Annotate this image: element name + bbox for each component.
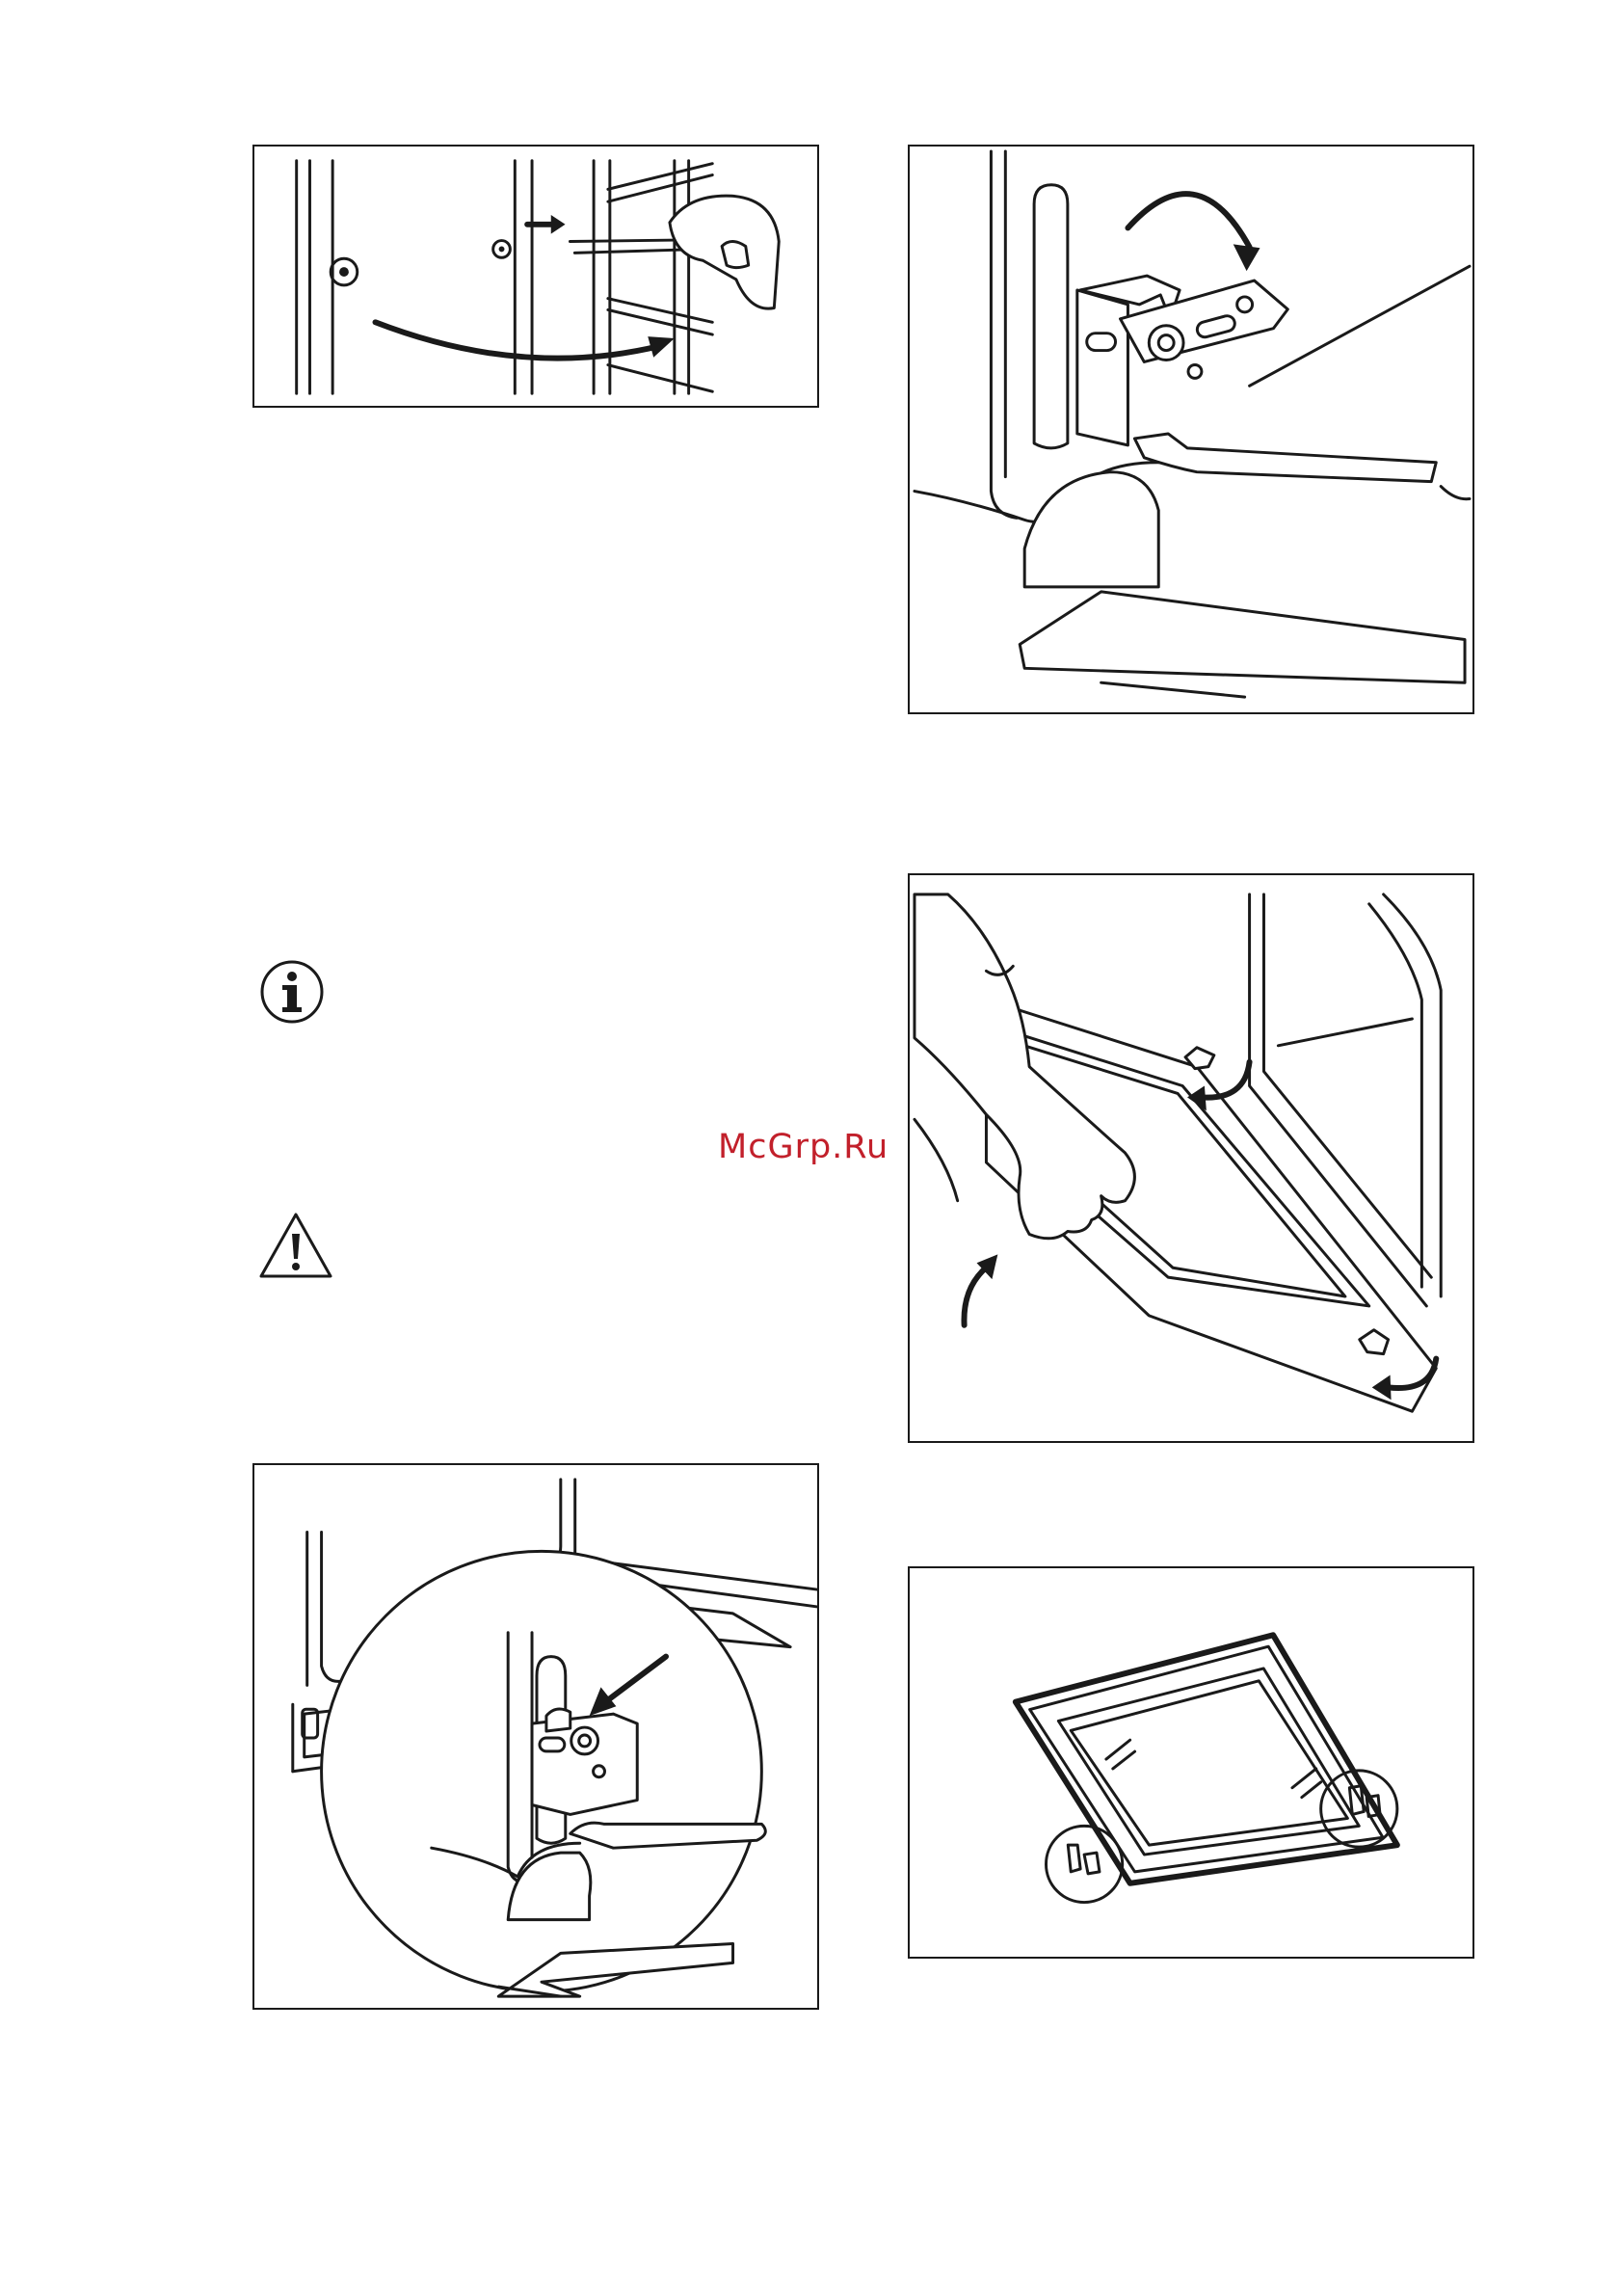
door-illustration bbox=[910, 875, 1472, 1441]
figure-shelf-support-removal bbox=[252, 145, 819, 408]
hinge-lock-illustration bbox=[254, 1465, 817, 2008]
figure-hinge-lever-rotation bbox=[908, 145, 1474, 714]
hinge-illustration bbox=[910, 147, 1472, 712]
figure-door-lift-off bbox=[908, 873, 1474, 1443]
figure-hinge-lock-detail bbox=[252, 1463, 819, 2010]
figure-door-glass-panels bbox=[908, 1566, 1474, 1959]
shelf-support-illustration bbox=[254, 147, 817, 406]
watermark: McGrp.Ru bbox=[718, 1128, 889, 1166]
warning-icon bbox=[258, 1211, 333, 1280]
info-icon bbox=[258, 958, 326, 1026]
glass-panels-illustration bbox=[910, 1568, 1472, 1957]
